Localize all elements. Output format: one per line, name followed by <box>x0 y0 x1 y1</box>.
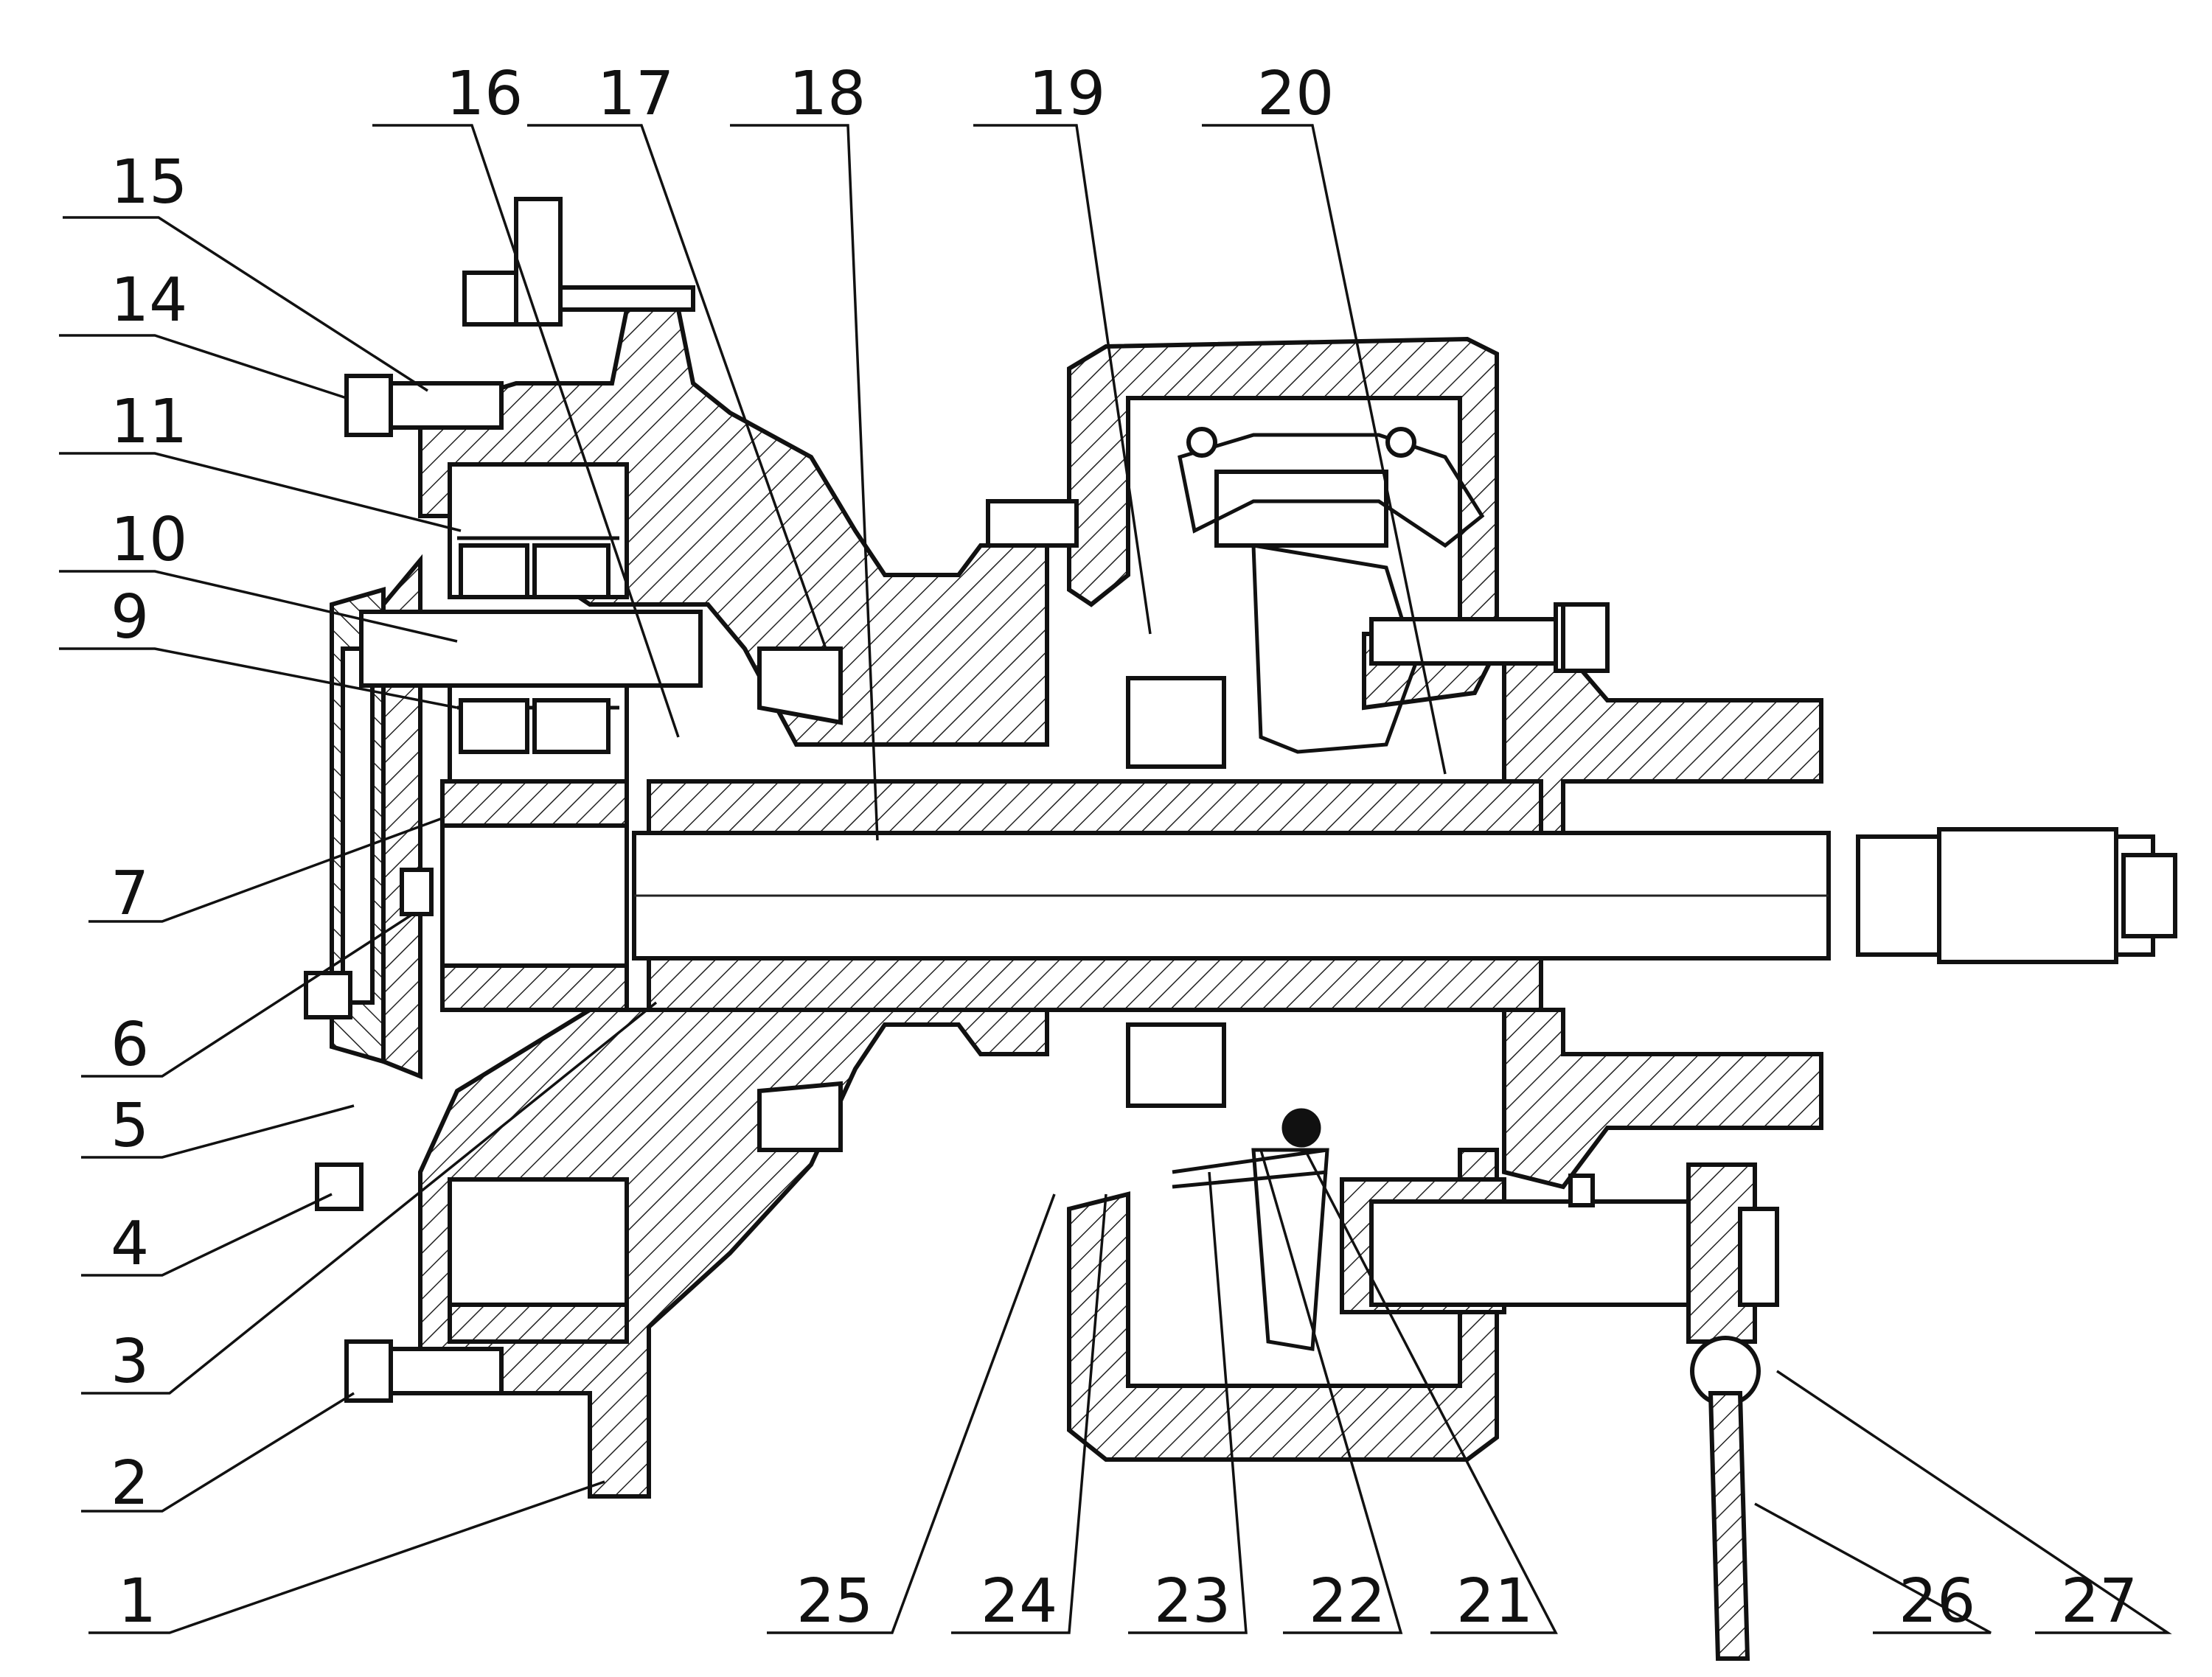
callout-10: 10 <box>111 505 187 575</box>
callout-3: 3 <box>111 1327 149 1397</box>
callout-26: 26 <box>1899 1566 1975 1636</box>
leader-lines <box>59 124 2172 1634</box>
callout-9: 9 <box>111 582 149 652</box>
main-shaft <box>400 779 2177 1012</box>
callout-23: 23 <box>1154 1566 1231 1636</box>
callout-4: 4 <box>111 1209 149 1279</box>
left-roller-bearings <box>359 462 703 1344</box>
callout-14: 14 <box>111 265 187 335</box>
callout-24: 24 <box>981 1566 1057 1636</box>
callout-22: 22 <box>1309 1566 1385 1636</box>
callout-21: 21 <box>1456 1566 1533 1636</box>
callout-2: 2 <box>111 1448 149 1519</box>
callout-20: 20 <box>1257 59 1334 129</box>
callout-27: 27 <box>2061 1566 2138 1636</box>
callout-18: 18 <box>789 59 866 129</box>
callout-labels: 16 17 18 19 20 15 14 11 10 9 7 6 5 4 3 2… <box>111 59 2138 1636</box>
left-housing <box>330 307 1049 1499</box>
callout-25: 25 <box>796 1566 873 1636</box>
callout-1: 1 <box>118 1566 156 1636</box>
callout-17: 17 <box>597 59 674 129</box>
bolts <box>304 197 1610 1403</box>
callout-15: 15 <box>111 147 187 217</box>
callout-11: 11 <box>111 387 187 457</box>
callout-7: 7 <box>111 859 149 929</box>
lever-assembly <box>1340 1162 1779 1661</box>
callout-16: 16 <box>446 59 523 129</box>
tapered-bearings <box>757 646 1226 1152</box>
callout-5: 5 <box>111 1091 149 1161</box>
callout-6: 6 <box>111 1010 149 1080</box>
callout-19: 19 <box>1029 59 1105 129</box>
